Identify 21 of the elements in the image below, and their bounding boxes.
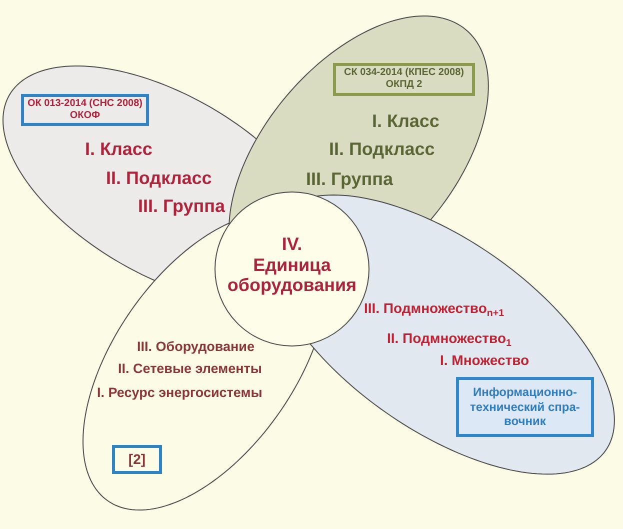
citation-label: [2] — [128, 451, 146, 468]
level-label: III. Подмножество$_{n+1}$ — [364, 300, 504, 316]
center-label: IV. Единица оборудования — [226, 234, 358, 296]
level-label: I. Множество — [440, 352, 530, 368]
reference-panel — [456, 376, 594, 437]
citation-frame — [112, 444, 162, 474]
level-label: III. Группа — [138, 196, 226, 217]
level-label: I. Класс — [84, 139, 152, 160]
reference-label: Информационно- технический спра- вочник — [469, 385, 581, 429]
level-label: II. Подкласс — [328, 139, 435, 160]
level-label: I. Класс — [372, 111, 440, 132]
level-label: II. Подкласс — [106, 168, 212, 189]
level-label: II. Подмножество$_{1}$ — [386, 330, 512, 346]
level-label: III. Группа — [306, 169, 394, 190]
level-label: II. Сетевые элементы — [118, 360, 262, 376]
reference-panel — [332, 62, 475, 96]
reference-panel — [20, 94, 149, 126]
reference-label: ОК 013-2014 (СНС 2008) ОКОФ — [26, 98, 143, 122]
reference-label: СК 034-2014 (КПЕС 2008) ОКПД 2 — [342, 67, 465, 92]
level-label: III. Оборудование — [136, 338, 254, 354]
level-label: I. Ресурс энергосистемы — [96, 384, 262, 400]
